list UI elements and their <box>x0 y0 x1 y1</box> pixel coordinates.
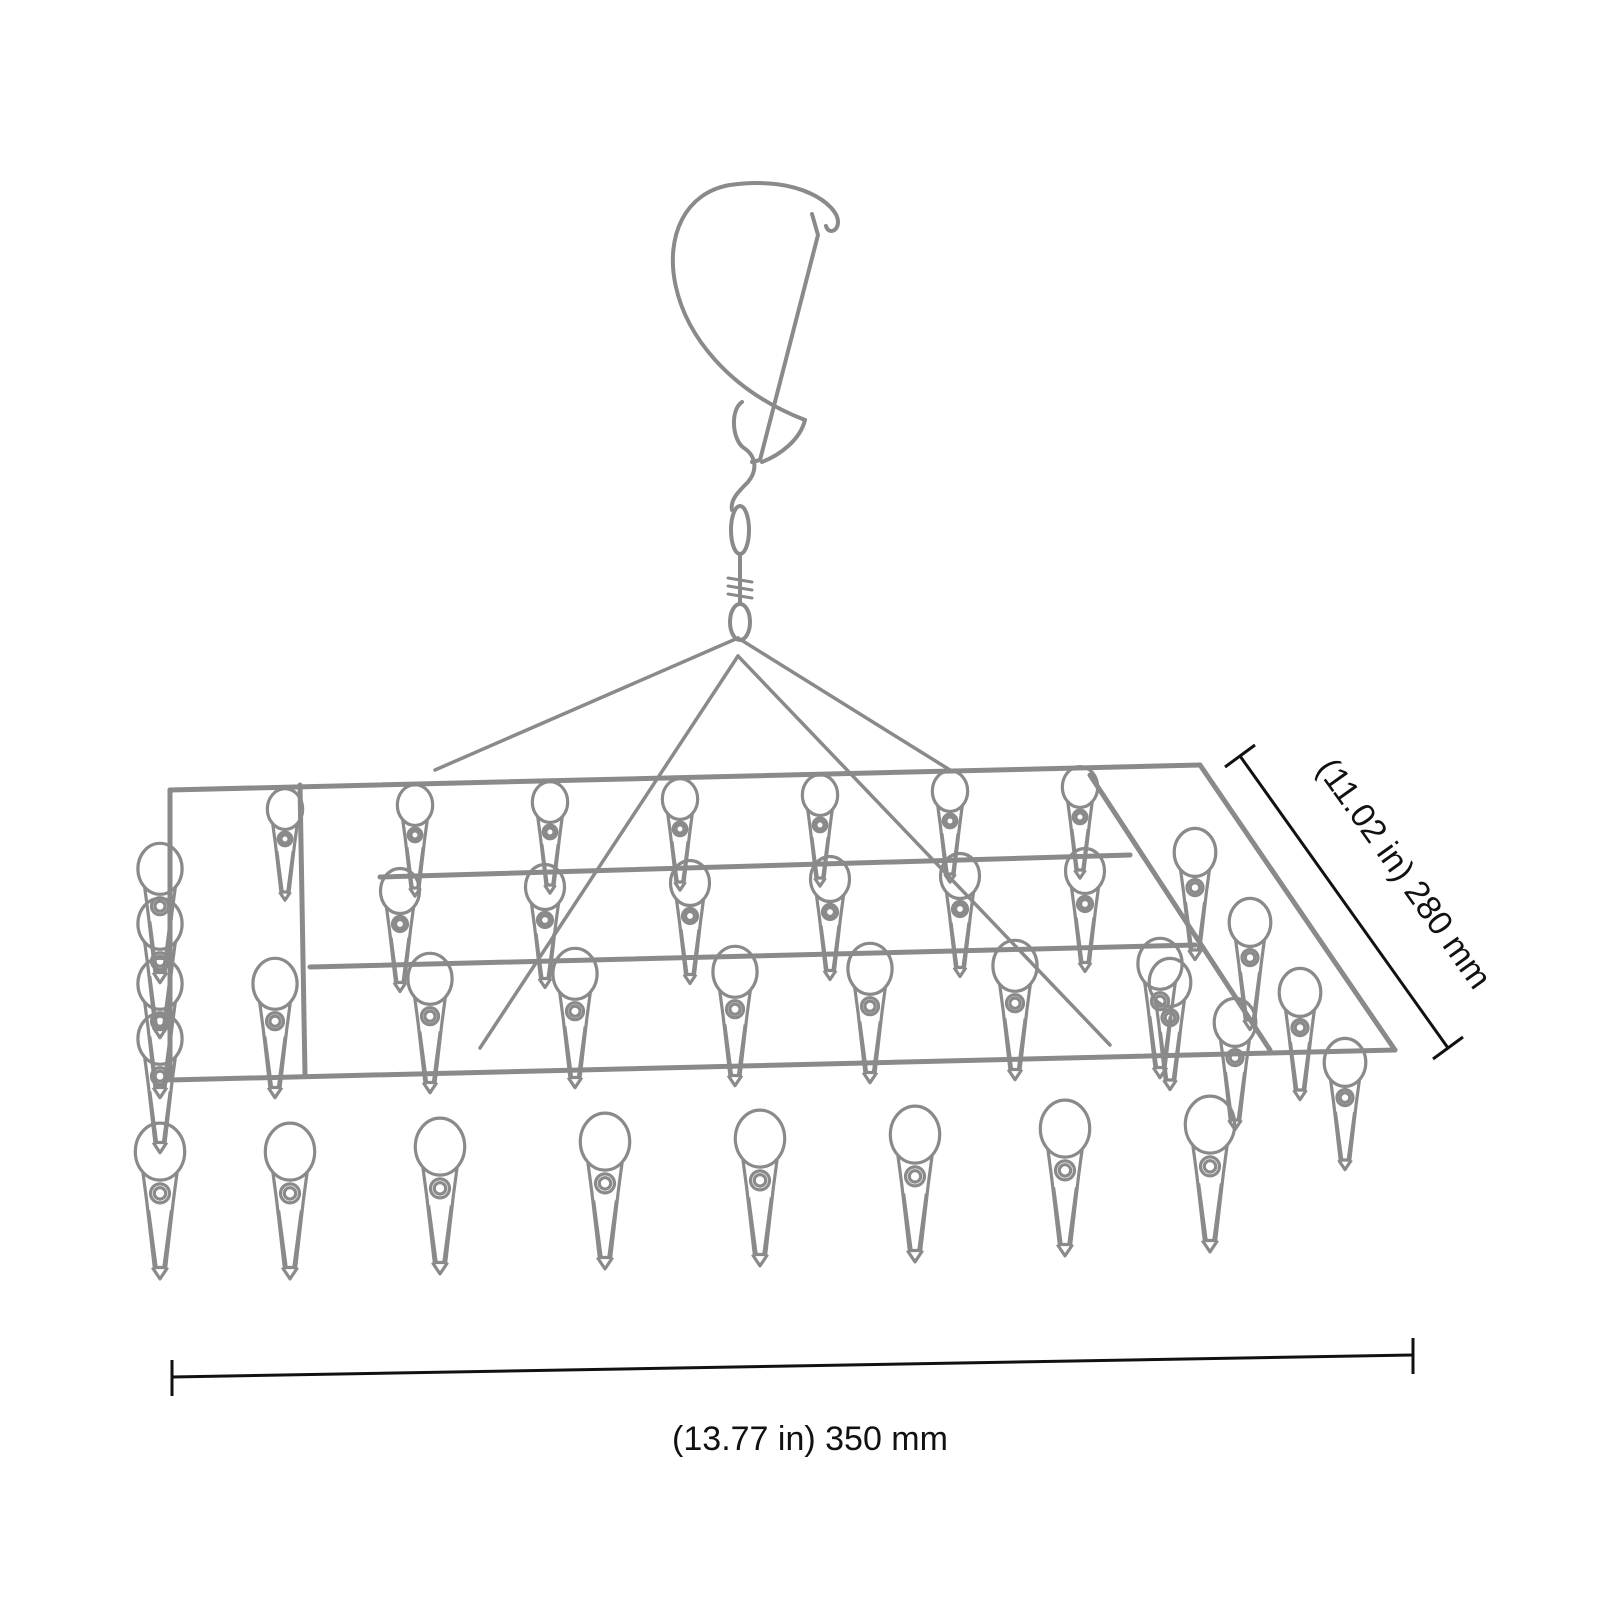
clothes-peg <box>136 841 184 985</box>
clothes-peg <box>711 944 759 1088</box>
hanger-hook <box>670 181 840 642</box>
clothes-peg <box>395 783 435 898</box>
clothes-peg <box>1322 1036 1368 1172</box>
depth-dimension <box>1224 743 1464 1061</box>
clothes-peg <box>808 854 852 982</box>
clothes-peg <box>1212 996 1258 1132</box>
clothes-peg <box>1172 826 1218 962</box>
clothes-peg <box>991 938 1039 1082</box>
clothes-peg <box>1277 966 1323 1102</box>
depth-dimension-tick-bottom <box>1432 1035 1464 1061</box>
clothes-peg <box>888 1104 942 1264</box>
clothes-peg <box>660 777 700 892</box>
clothes-peg <box>406 951 454 1095</box>
clothes-peg <box>523 862 567 990</box>
clothes-peg <box>1060 765 1100 880</box>
clothes-peg <box>1227 896 1273 1032</box>
clothes-peg <box>263 1121 317 1281</box>
rack-frame <box>167 762 1398 1083</box>
depth-dimension-line <box>1238 755 1450 1049</box>
clothes-peg <box>265 787 305 902</box>
clothes-peg <box>668 858 712 986</box>
width-dimension-label: (13.77 in) 350 mm <box>672 1420 948 1458</box>
clothes-peg <box>133 1121 187 1281</box>
clothes-peg <box>251 956 299 1100</box>
depth-dimension-tick-top <box>1224 743 1256 769</box>
clothes-peg <box>551 946 599 1090</box>
clothes-peg <box>800 773 840 888</box>
clothes-peg <box>578 1111 632 1271</box>
clothes-peg <box>1038 1098 1092 1258</box>
clothes-peg <box>1183 1094 1237 1254</box>
clothes-pegs <box>133 765 1368 1281</box>
clothes-peg <box>1147 956 1193 1092</box>
suspension-wires <box>433 636 1112 1050</box>
clothes-peg <box>938 851 982 979</box>
clothes-peg <box>846 941 894 1085</box>
clothes-peg <box>136 1011 184 1155</box>
clothes-peg <box>413 1116 467 1276</box>
width-dimension <box>170 1338 1415 1396</box>
clothes-peg <box>733 1108 787 1268</box>
clothes-peg <box>930 769 970 884</box>
clothes-peg <box>530 780 570 895</box>
width-dimension-line <box>171 1353 1414 1379</box>
depth-dimension-label: (11.02 in) 280 mm <box>1309 751 1499 996</box>
